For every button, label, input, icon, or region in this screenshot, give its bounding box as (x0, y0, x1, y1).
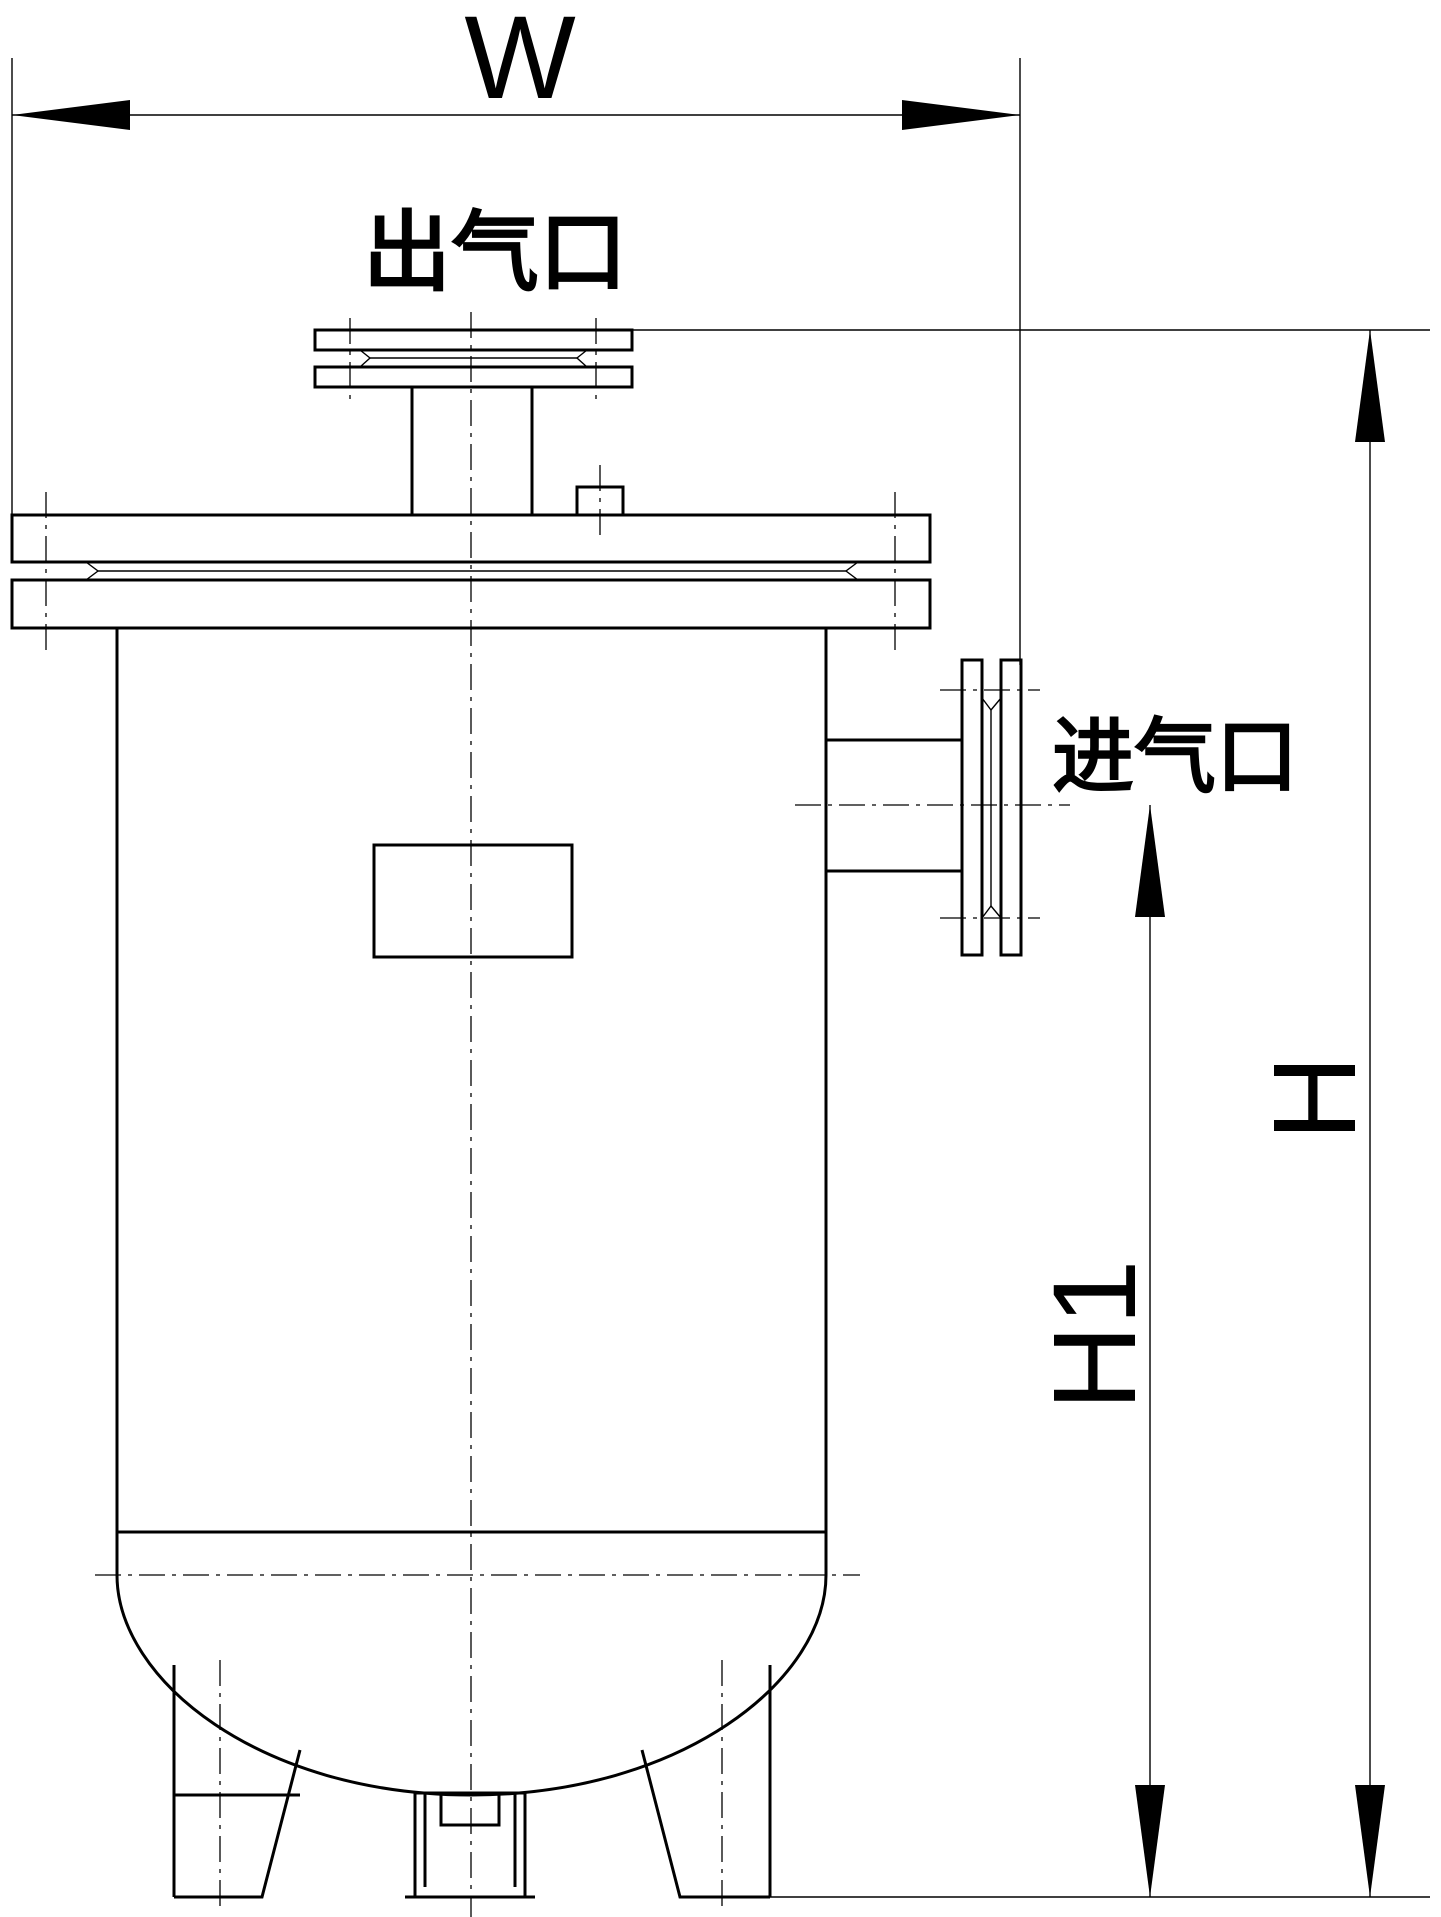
inlet-flange-left (960, 658, 984, 957)
height-label: H (1249, 1055, 1381, 1140)
inlet-height-arrow-top (1135, 805, 1165, 917)
leg-center-drain (439, 1791, 501, 1827)
inlet-flange-right (999, 658, 1023, 957)
width-dimension: W (11, 0, 1021, 665)
inlet-nozzle (795, 658, 1070, 957)
leg-right-taper (640, 1749, 770, 1899)
inlet-gasket-top (981, 697, 1002, 712)
vent-fitting (575, 465, 625, 535)
inlet-gasket-bottom (981, 904, 1002, 919)
body-gasket-left (85, 561, 100, 581)
body-flange-upper (10, 513, 932, 564)
width-label: W (464, 0, 575, 124)
leg-right (640, 1660, 772, 1910)
height-arrow-bottom (1355, 1785, 1385, 1897)
height-dimension: H (632, 329, 1430, 1897)
outlet-gasket-right (575, 349, 588, 368)
outlet-pipe (410, 387, 534, 515)
outlet-flange (313, 318, 634, 400)
leg-left-outline (172, 1665, 300, 1797)
leg-center (405, 1791, 535, 1899)
vessel-shell (95, 628, 860, 1797)
width-arrow-right (902, 100, 1020, 130)
body-gasket-right (844, 561, 859, 581)
height-arrow-top (1355, 330, 1385, 442)
outlet-flange-upper (313, 328, 634, 352)
inlet-height-dimension: H1 (1029, 805, 1165, 1897)
outlet-flange-lower (313, 365, 634, 389)
leg-left (172, 1660, 302, 1910)
legs (172, 1660, 772, 1910)
nameplate (372, 843, 574, 959)
width-arrow-left (12, 100, 130, 130)
outlet-label: 出气口 (363, 201, 627, 304)
bottom-head (115, 1574, 828, 1797)
inlet-height-arrow-bottom (1135, 1785, 1165, 1897)
leg-left-taper (174, 1749, 302, 1899)
inlet-label: 进气口 (1052, 710, 1298, 805)
outlet-gasket-left (359, 349, 372, 368)
leg-center-body (413, 1791, 527, 1899)
inlet-height-label: H1 (1029, 1260, 1161, 1411)
